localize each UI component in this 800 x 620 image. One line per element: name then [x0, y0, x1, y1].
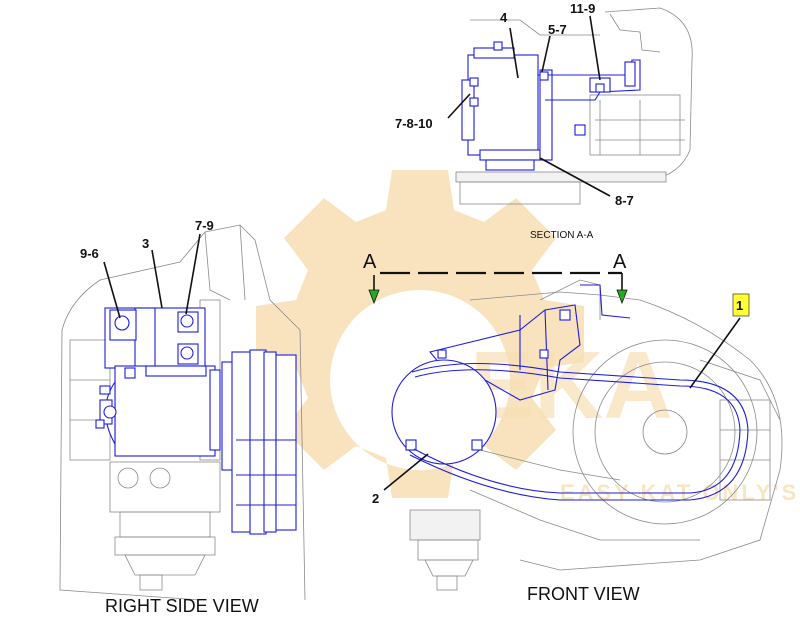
front-view-drawing	[391, 279, 783, 591]
svg-text:9-6: 9-6	[80, 246, 99, 261]
svg-text:5-7: 5-7	[548, 22, 567, 37]
callout-7-8-10: 7-8-10	[395, 93, 471, 131]
svg-text:7-8-10: 7-8-10	[395, 116, 433, 131]
callout-4: 4	[500, 10, 519, 79]
svg-text:A: A	[613, 251, 627, 273]
callout-9-6: 9-6	[80, 246, 121, 319]
callout-11-9: 11-9	[570, 1, 601, 81]
svg-text:11-9: 11-9	[570, 1, 595, 16]
section-a-a-title: SECTION A-A	[530, 230, 594, 241]
right-side-view-drawing	[59, 224, 306, 601]
section-a-a-drawing	[455, 7, 693, 205]
section-arrow-right-icon	[616, 289, 628, 305]
callout-1: 1	[689, 293, 750, 389]
callout-8-7: 8-7	[539, 157, 634, 208]
svg-text:7-9: 7-9	[195, 218, 214, 233]
front-view-label: FRONT VIEW	[527, 584, 640, 604]
svg-text:2: 2	[372, 491, 379, 506]
svg-text:4: 4	[500, 10, 508, 25]
section-arrow-left-icon	[368, 289, 380, 305]
gear-logo-watermark-icon	[256, 170, 584, 498]
callout-5-7: 5-7	[541, 22, 567, 73]
right-side-view-label: RIGHT SIDE VIEW	[105, 596, 259, 616]
svg-text:8-7: 8-7	[615, 193, 634, 208]
svg-text:3: 3	[142, 236, 149, 251]
watermark-text-main: EKA	[470, 332, 673, 439]
callout-2: 2	[372, 453, 429, 506]
callout-3: 3	[142, 236, 163, 309]
section-cut-line: A A	[363, 251, 628, 305]
svg-text:1: 1	[736, 298, 743, 313]
callout-7-9: 7-9	[185, 218, 214, 315]
svg-text:A: A	[363, 251, 377, 273]
